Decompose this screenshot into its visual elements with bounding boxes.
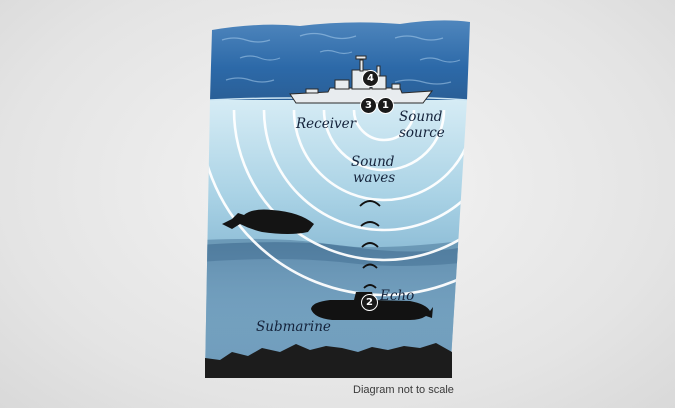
seafloor — [205, 343, 452, 378]
label-sound-waves-line2: waves — [353, 170, 396, 186]
badge-receiver: 3 — [360, 97, 377, 114]
whale-silhouette — [222, 209, 314, 234]
echo-arc-4 — [362, 263, 378, 269]
echo-arc-2 — [360, 221, 380, 227]
badge-source: 1 — [377, 97, 394, 114]
wave-ring-6 — [205, 109, 467, 297]
warship-silhouette — [289, 55, 434, 104]
caption-not-to-scale: Diagram not to scale — [353, 384, 454, 396]
echo-arc-5 — [363, 284, 377, 289]
wave-ring-2 — [322, 109, 446, 172]
surface-ripples — [221, 32, 461, 85]
wave-ring-5 — [232, 109, 467, 262]
wave-ring-1 — [352, 109, 416, 142]
echo-arc-3 — [361, 242, 379, 248]
label-receiver: Receiver — [296, 116, 357, 132]
label-sound-source-line1: Sound — [399, 109, 443, 125]
wave-ring-4 — [262, 109, 467, 232]
echo-arc-1 — [359, 200, 381, 207]
label-sound-source-line2: source — [399, 125, 445, 141]
label-submarine: Submarine — [256, 319, 331, 335]
label-sound-waves-line1: Sound — [351, 154, 395, 170]
sound-wave-rings — [205, 109, 467, 297]
badge-echo: 2 — [361, 294, 378, 311]
label-echo: Echo — [380, 288, 415, 304]
badge-ship: 4 — [362, 70, 379, 87]
